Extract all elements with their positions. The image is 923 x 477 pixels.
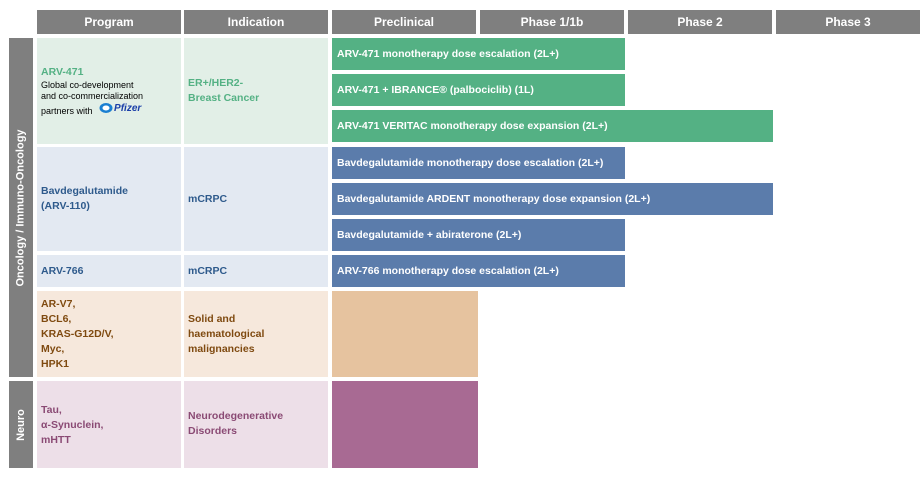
bar-bavd-ardent: Bavdegalutamide ARDENT monotherapy dose … bbox=[332, 183, 773, 215]
side-label-neuro: Neuro bbox=[9, 381, 33, 468]
header-program: Program bbox=[37, 10, 181, 34]
indication-neuro-line1: Neurodegenerative bbox=[188, 410, 284, 422]
indication-cell-arv766: mCRPC bbox=[184, 255, 328, 287]
indication-arv766: mCRPC bbox=[188, 264, 228, 277]
program-cell-arv766: ARV-766 bbox=[37, 255, 181, 287]
indication-arv471-line1: ER+/HER2- bbox=[188, 77, 244, 89]
side-label-oncology-text: Oncology / Immuno-Oncology bbox=[15, 128, 27, 287]
program-mhtt: mHTT bbox=[41, 434, 71, 446]
indication-solid-line2: haematological bbox=[188, 327, 265, 340]
program-arv7: AR-V7, bbox=[41, 297, 76, 310]
program-name-bavdegalutamide: Bavdegalutamide bbox=[41, 185, 128, 197]
program-cell-arv471: ARV-471 Global co-development and co-com… bbox=[37, 38, 181, 144]
indication-solid-line1: Solid and bbox=[188, 312, 236, 325]
bar-arv471-ibrance: ARV-471 + IBRANCE® (palbociclib) (1L) bbox=[332, 74, 625, 106]
pfizer-logo: Pfizer bbox=[99, 102, 141, 114]
program-synuclein: α-Synuclein, bbox=[41, 419, 104, 431]
preclinical-box-solid bbox=[332, 291, 478, 377]
partner-note-line2: and co-commercialization bbox=[41, 91, 144, 101]
program-tau: Tau, bbox=[41, 404, 62, 416]
header-phase-2: Phase 2 bbox=[628, 10, 772, 34]
partner-note-line3-text: partners with bbox=[41, 106, 93, 116]
program-cell-neuro: Tau, α-Synuclein, mHTT bbox=[37, 381, 181, 468]
bar-arv766-dose-escalation: ARV-766 monotherapy dose escalation (2L+… bbox=[332, 255, 625, 287]
pfizer-logo-text: Pfizer bbox=[114, 102, 142, 114]
side-label-neuro-text: Neuro bbox=[15, 408, 27, 441]
bar-bavd-abiraterone: Bavdegalutamide + abiraterone (2L+) bbox=[332, 219, 625, 251]
partner-note-line3: partners with Pfizer bbox=[41, 102, 177, 117]
indication-cell-solid: Solid and haematological malignancies bbox=[184, 291, 328, 377]
indication-neuro-line2: Disorders bbox=[188, 425, 238, 437]
program-hpk1: HPK1 bbox=[41, 357, 70, 370]
program-code-arv110: (ARV-110) bbox=[41, 200, 90, 212]
program-myc: Myc, bbox=[41, 342, 65, 355]
partner-note-line1: Global co-development bbox=[41, 80, 134, 90]
bar-arv471-dose-escalation: ARV-471 monotherapy dose escalation (2L+… bbox=[332, 38, 625, 70]
indication-arv471-line2: Breast Cancer bbox=[188, 92, 260, 104]
indication-bavdegalutamide: mCRPC bbox=[188, 192, 228, 205]
side-label-oncology: Oncology / Immuno-Oncology bbox=[9, 38, 33, 377]
pfizer-logo-icon bbox=[99, 103, 113, 113]
header-phase-3: Phase 3 bbox=[776, 10, 920, 34]
indication-cell-neuro: Neurodegenerative Disorders bbox=[184, 381, 328, 468]
program-cell-solid: AR-V7, BCL6, KRAS-G12D/V, Myc, HPK1 bbox=[37, 291, 181, 377]
program-bcl6: BCL6, bbox=[41, 312, 72, 325]
bar-bavd-dose-escalation: Bavdegalutamide monotherapy dose escalat… bbox=[332, 147, 625, 179]
bar-arv471-veritac: ARV-471 VERITAC monotherapy dose expansi… bbox=[332, 110, 773, 142]
indication-cell-arv471: ER+/HER2- Breast Cancer bbox=[184, 38, 328, 144]
preclinical-box-neuro bbox=[332, 381, 478, 468]
program-name-arv471: ARV-471 bbox=[41, 66, 84, 78]
indication-cell-bavdegalutamide: mCRPC bbox=[184, 147, 328, 251]
program-cell-bavdegalutamide: Bavdegalutamide (ARV-110) bbox=[37, 147, 181, 251]
indication-solid-line3: malignancies bbox=[188, 342, 255, 355]
header-preclinical: Preclinical bbox=[332, 10, 476, 34]
header-phase-1-1b: Phase 1/1b bbox=[480, 10, 624, 34]
program-kras: KRAS-G12D/V, bbox=[41, 327, 114, 340]
header-indication: Indication bbox=[184, 10, 328, 34]
program-name-arv766: ARV-766 bbox=[41, 264, 84, 277]
